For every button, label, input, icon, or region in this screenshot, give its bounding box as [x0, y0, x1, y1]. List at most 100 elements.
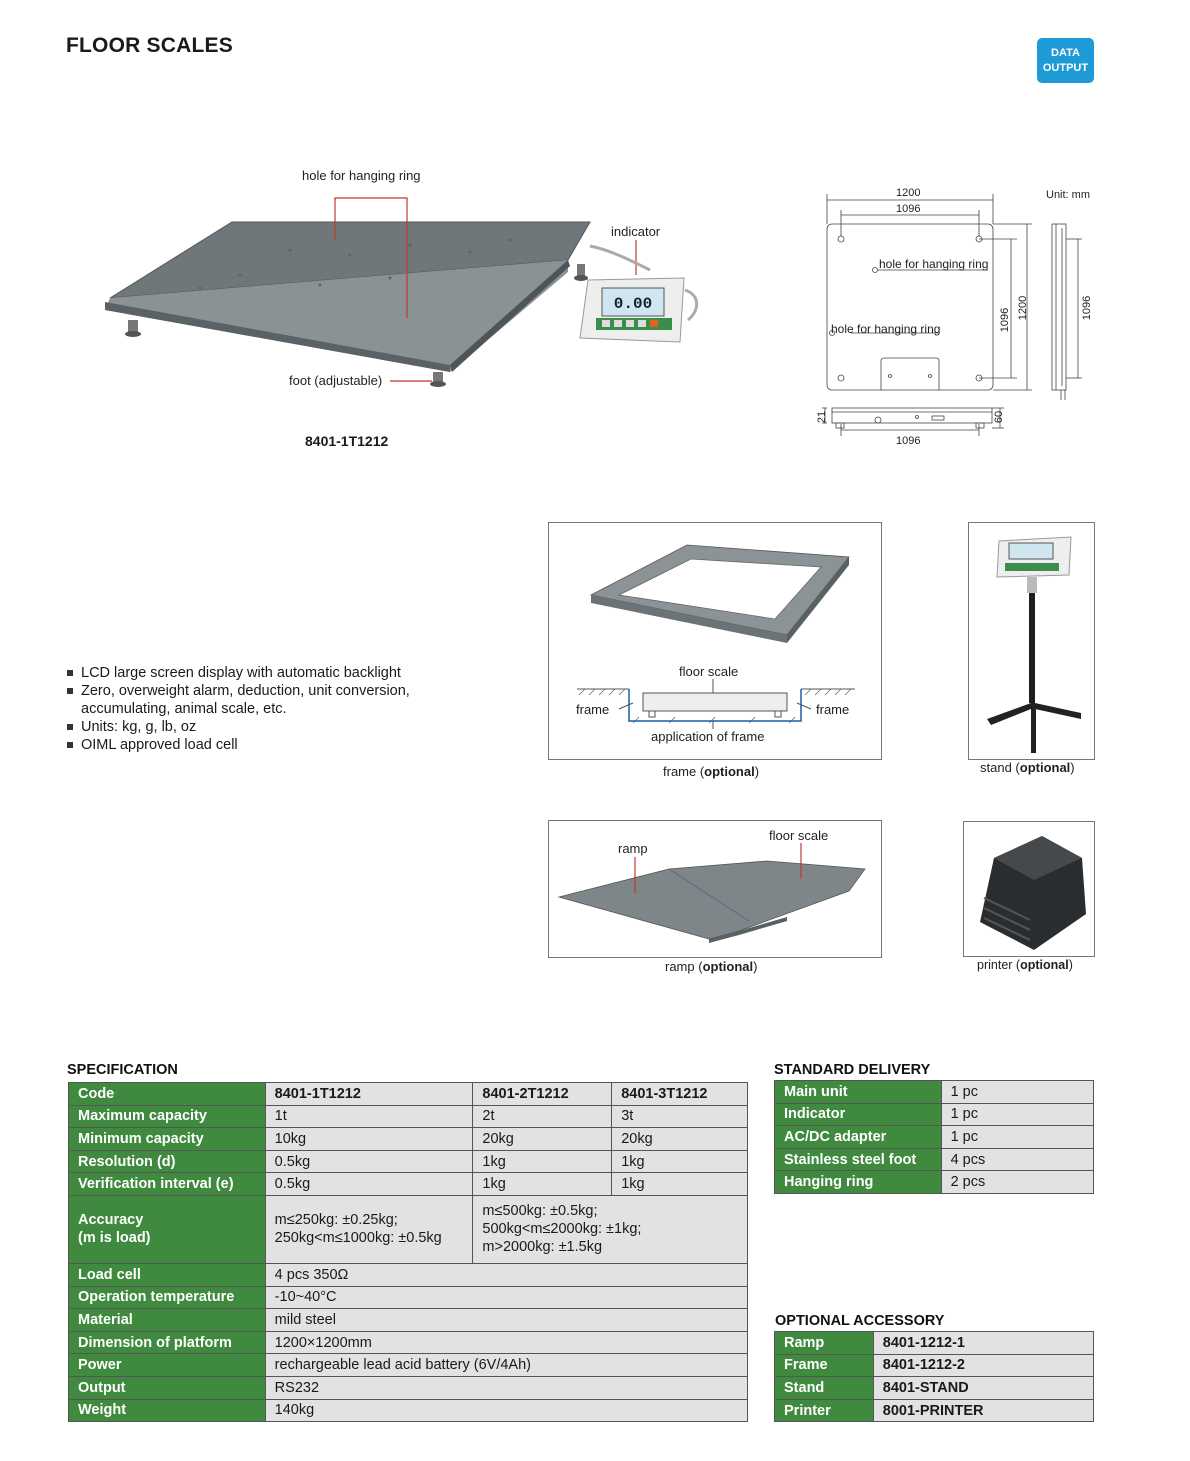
printer-illustration	[980, 836, 1086, 950]
row-label: Code	[68, 1082, 266, 1106]
table-row: Load cell 4 pcs 350Ω	[68, 1262, 749, 1287]
table-cell: RS232	[264, 1375, 749, 1400]
table-cell: 1kg	[472, 1172, 613, 1196]
accuracy-cell-2t-3t: m≤500kg: ±0.5kg; 500kg<m≤2000kg: ±1kg; m…	[472, 1194, 748, 1264]
table-row: Code 8401-1T1212 8401-2T1212 8401-3T1212	[68, 1082, 748, 1106]
drawing-label-hole-1: hole for hanging ring	[879, 257, 989, 271]
dim-bottom-1096: 1096	[896, 435, 921, 447]
floor-scale-figure: 0.00	[90, 160, 730, 400]
table-cell: 1kg	[611, 1149, 748, 1174]
bullet-icon	[67, 724, 73, 730]
row-label: Dimension of platform	[68, 1330, 266, 1355]
dim-60: 60	[993, 410, 1006, 424]
row-label: Weight	[68, 1398, 266, 1423]
row-label: Operation temperature	[68, 1285, 266, 1310]
main-model-code: 8401-1T1212	[305, 433, 389, 449]
table-row: Weight 140kg	[68, 1398, 749, 1423]
stand-illustration	[987, 536, 1081, 753]
table-cell: 10kg	[264, 1127, 474, 1151]
code-cell: 8401-2T1212	[472, 1082, 613, 1106]
ramp-caption: ramp (optional)	[665, 959, 758, 974]
data-output-badge: DATA OUTPUT	[1037, 38, 1094, 83]
table-row: Accuracy (m is load) m≤250kg: ±0.25kg; 2…	[68, 1194, 748, 1264]
table-cell: 3t	[611, 1104, 748, 1129]
label-indicator: indicator	[611, 224, 661, 239]
code-cell: 8401-1T1212	[264, 1082, 474, 1106]
dim-side-1096: 1096	[1081, 295, 1094, 321]
feature-item: Units: kg, g, lb, oz	[66, 718, 426, 736]
frame-label-left: frame	[576, 702, 610, 717]
table-row: Maximum capacity 1t 2t 3t	[68, 1104, 748, 1129]
table-cell: 2t	[472, 1104, 613, 1129]
stand-caption: stand (optional)	[980, 760, 1075, 775]
bullet-icon	[67, 670, 73, 676]
printer-caption: printer (optional)	[977, 958, 1073, 972]
frame-label-floor-scale: floor scale	[679, 664, 739, 679]
label-hole-for-hanging-ring: hole for hanging ring	[302, 168, 421, 183]
table-cell: 1200×1200mm	[264, 1330, 749, 1355]
table-row: Power rechargeable lead acid battery (6V…	[68, 1353, 749, 1377]
dim-21: 21	[816, 410, 829, 424]
table-cell: -10~40°C	[264, 1285, 749, 1310]
dimension-drawing	[822, 194, 1082, 436]
standard-delivery-heading: STANDARD DELIVERY	[774, 1062, 931, 1078]
table-row: Output RS232	[68, 1375, 749, 1400]
feature-item: OIML approved load cell	[66, 736, 426, 754]
technical-drawing	[812, 186, 1112, 452]
indicator-display-reading: 0.00	[614, 295, 652, 313]
table-cell: 0.5kg	[264, 1149, 474, 1174]
dim-width-1200: 1200	[896, 187, 921, 199]
table-cell: 1kg	[472, 1149, 613, 1174]
badge-line-1: DATA	[1051, 46, 1080, 59]
ramp-label-ramp: ramp	[618, 841, 648, 856]
optional-accessory-heading: OPTIONAL ACCESSORY	[775, 1313, 945, 1329]
table-row: Dimension of platform 1200×1200mm	[68, 1330, 749, 1355]
table-cell: 0.5kg	[264, 1172, 474, 1196]
row-label-accuracy: Accuracy (m is load)	[68, 1194, 266, 1264]
feature-list: LCD large screen display with automatic …	[66, 664, 426, 754]
table-cell: 1kg	[611, 1172, 748, 1196]
feature-item: Zero, overweight alarm, deduction, unit …	[66, 682, 426, 718]
frame-accessory-box	[548, 522, 882, 760]
row-label: Power	[68, 1353, 266, 1377]
row-label: Minimum capacity	[68, 1127, 266, 1151]
specification-table: Code 8401-1T1212 8401-2T1212 8401-3T1212…	[68, 1082, 749, 1423]
drawing-label-hole-2: hole for hanging ring	[831, 322, 941, 336]
bullet-icon	[67, 688, 73, 694]
table-cell: rechargeable lead acid battery (6V/4Ah)	[264, 1353, 749, 1377]
table-row: Verification interval (e) 0.5kg 1kg 1kg	[68, 1172, 748, 1196]
row-label: Resolution (d)	[68, 1149, 266, 1174]
frame-label-application: application of frame	[651, 729, 765, 744]
row-label: Verification interval (e)	[68, 1172, 266, 1196]
table-row: Resolution (d) 0.5kg 1kg 1kg	[68, 1149, 748, 1174]
accuracy-cell-1t: m≤250kg: ±0.25kg; 250kg<m≤1000kg: ±0.5kg	[264, 1194, 474, 1264]
table-cell: 140kg	[264, 1398, 749, 1423]
frame-illustration	[577, 544, 855, 729]
table-cell: 1t	[264, 1104, 474, 1129]
ramp-accessory-box	[548, 820, 882, 958]
bullet-icon	[67, 742, 73, 748]
table-cell: 20kg	[611, 1127, 748, 1151]
code-cell: 8401-3T1212	[611, 1082, 748, 1106]
dim-height-1200: 1200	[1017, 295, 1030, 321]
table-row: Minimum capacity 10kg 20kg 20kg	[68, 1127, 748, 1151]
ramp-label-floor-scale: floor scale	[769, 828, 829, 843]
frame-label-right: frame	[816, 702, 850, 717]
ramp-illustration	[557, 843, 866, 943]
row-label: Maximum capacity	[68, 1104, 266, 1129]
table-cell: 4 pcs 350Ω	[264, 1262, 749, 1287]
feature-item: LCD large screen display with automatic …	[66, 664, 426, 682]
table-row: Material mild steel	[68, 1308, 749, 1332]
row-label: Output	[68, 1375, 266, 1400]
printer-accessory-box	[963, 821, 1095, 957]
row-label: Material	[68, 1308, 266, 1332]
